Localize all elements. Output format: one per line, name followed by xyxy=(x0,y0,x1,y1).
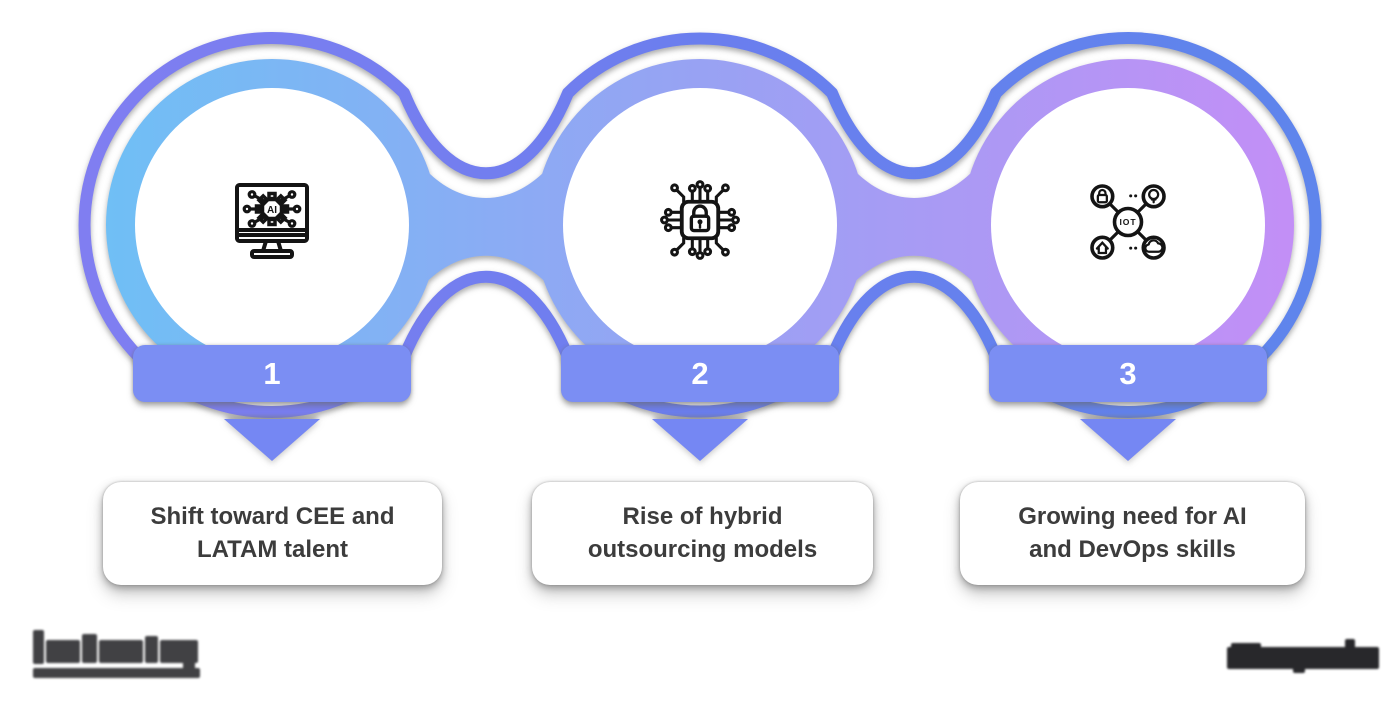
step-label-text: Rise of hybrid outsourcing models xyxy=(587,502,818,563)
down-arrow-icon xyxy=(652,419,748,461)
left-logo-redacted-wordmark xyxy=(33,626,201,682)
ai-icon-label: AI xyxy=(267,205,277,216)
step-number-band-2: 2 xyxy=(561,345,839,402)
step-label-2: Rise of hybrid outsourcing models xyxy=(532,482,873,585)
step-label-3: Growing need for AI and DevOps skills xyxy=(960,482,1305,585)
right-logo-redacted-wordmark xyxy=(1227,639,1379,673)
step-circle-3 xyxy=(991,88,1265,362)
step-label-text: Growing need for AI and DevOps skills xyxy=(1018,502,1247,563)
step-label-text: Shift toward CEE and LATAM talent xyxy=(150,502,395,563)
ai-monitor-icon: AI xyxy=(235,183,309,259)
iot-network-icon: IOT xyxy=(1090,184,1166,260)
step-number: 1 xyxy=(263,355,281,391)
down-arrow-icon xyxy=(224,419,320,461)
down-arrow-icon xyxy=(1080,419,1176,461)
step-number: 3 xyxy=(1119,355,1137,391)
step-number: 2 xyxy=(691,355,709,391)
step-number-band-3: 3 xyxy=(989,345,1267,402)
iot-icon-label: IOT xyxy=(1120,217,1137,227)
security-chip-icon xyxy=(660,180,740,260)
step-number-band-1: 1 xyxy=(133,345,411,402)
step-label-1: Shift toward CEE and LATAM talent xyxy=(103,482,442,585)
